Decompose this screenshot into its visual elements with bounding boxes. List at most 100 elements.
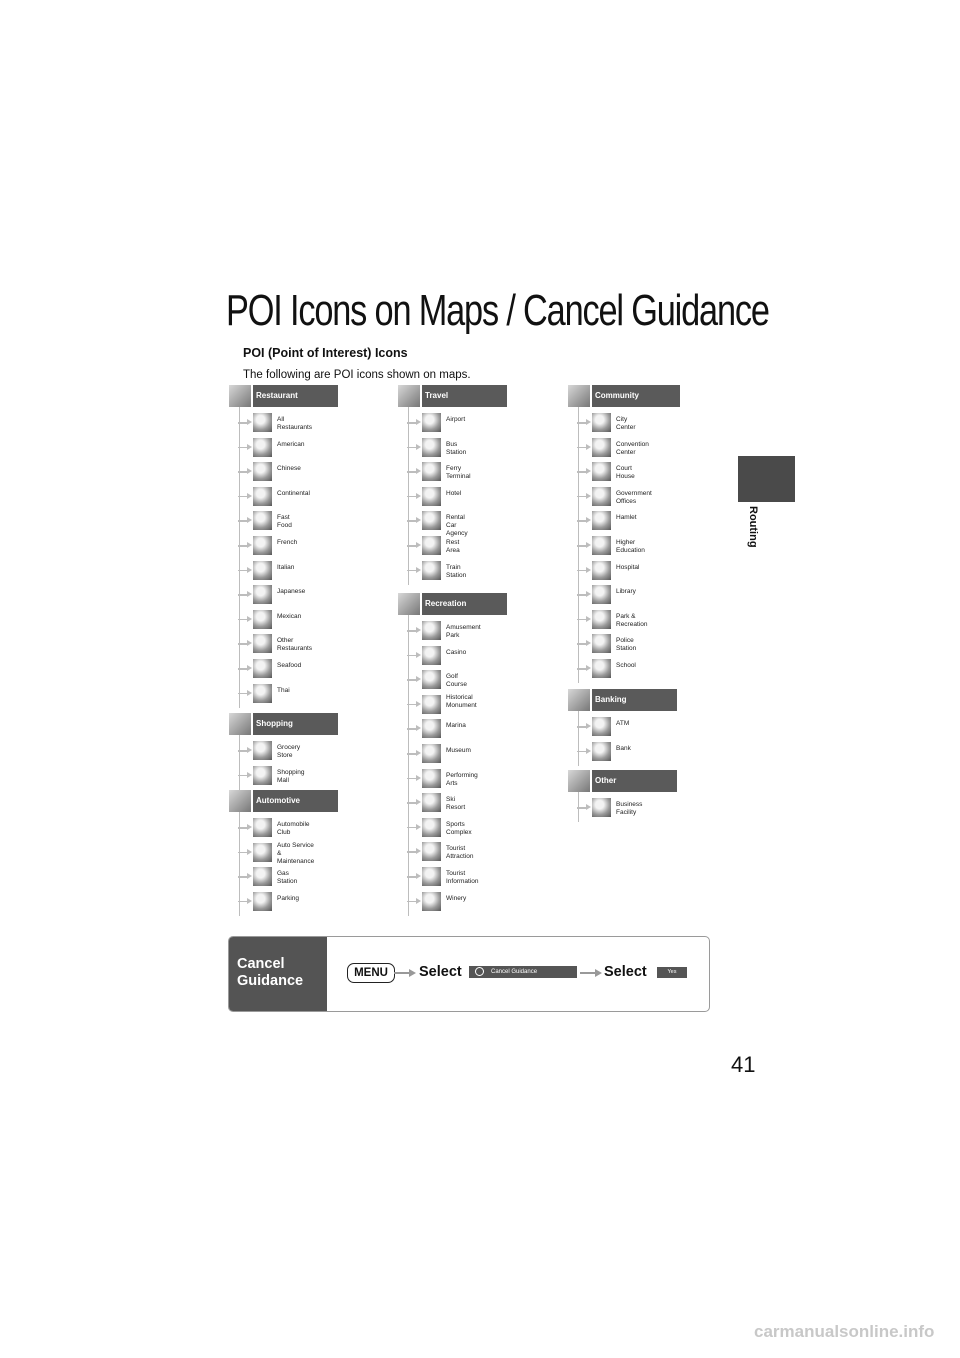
poi-item-label: Seafood [277,662,302,669]
poi-icon [253,842,272,862]
poi-item-label: Automobile Club [277,821,310,836]
poi-item-label: Continental [277,489,310,497]
poi-icon [253,462,272,482]
dollar-icon [568,689,590,711]
footer-watermark: carmanualsonline.info [754,1322,935,1341]
menu-button: MENU [347,963,395,983]
tree-arrow-icon [238,873,252,879]
tree-arrow-icon [407,750,421,756]
poi-icon [253,560,272,580]
poi-item-label: Ski Resort [446,796,466,812]
tree-arrow-icon [407,824,421,830]
other-icon [568,770,590,792]
tree-arrow-icon [238,616,252,622]
poi-item-label: Higher Education [616,539,645,554]
poi-item-label: Hospital [616,563,640,571]
chapter-tab-label: Routing [747,506,759,548]
poi-icon [253,765,272,785]
poi-icon [422,560,441,580]
poi-group-title: Shopping [253,713,338,735]
smiley-icon [398,593,420,615]
tree-arrow-icon [238,419,252,425]
intro-text: The following are POI icons shown on map… [243,369,471,381]
step-arrow-icon [580,969,602,976]
poi-icon [592,717,611,736]
tree-arrow-icon [407,419,421,425]
poi-icon [253,818,272,837]
poi-item-label: Museum [446,747,471,754]
poi-icon [422,486,441,506]
poi-item-label: Gas Station [277,870,298,886]
tree-arrow-icon [577,567,591,572]
poi-icon [253,413,272,432]
poi-icon [422,793,441,813]
poi-item-label: Grocery Store [277,744,301,759]
chapter-tab [738,456,795,502]
tree-arrow-icon [577,444,591,449]
poi-item-label: City Center [616,416,636,431]
poi-item-label: Tourist Attraction [446,845,474,861]
poi-item-label: Mexican [277,612,302,620]
page-title: POI Icons on Maps / Cancel Guidance [226,286,770,335]
poi-icon [592,462,611,482]
suitcase-icon [398,385,420,407]
tree-arrow-icon [238,849,252,854]
tree-arrow-icon [407,676,421,682]
section-heading: POI (Point of Interest) Icons [243,346,408,360]
tree-arrow-icon [238,747,252,753]
tree-arrow-icon [577,419,591,425]
tree-arrow-icon [577,665,591,671]
poi-icon [253,536,272,555]
poi-icon [592,609,611,629]
select-label-2: Select [604,964,647,980]
poi-item-label: Marina [446,722,466,730]
poi-icon [253,659,272,678]
poi-item-label: Convention Center [616,440,649,456]
poi-item-label: ATM [616,720,630,727]
poi-item-label: Tourist Information [446,870,479,885]
tree-arrow-icon [407,652,421,657]
poi-icon [422,645,441,665]
poi-icon [253,683,272,703]
poi-item-label: Police Station [616,637,637,653]
poi-icon [592,798,611,817]
poi-icon [422,694,441,714]
poi-item-label: Sports Complex [446,820,472,836]
poi-icon [422,768,441,788]
tree-arrow-icon [238,772,252,777]
poi-item-label: Japanese [277,588,306,596]
poi-item-label: French [277,539,298,546]
tree-arrow-icon [577,468,591,474]
cancel-guidance-screen-button: Cancel Guidance [469,966,577,978]
step-arrow-icon [394,969,416,976]
poi-item-label: Library [616,588,636,596]
poi-icon [422,511,441,531]
cancel-icon [475,967,484,976]
poi-item-label: Bank [616,744,631,752]
poi-icon [253,585,272,605]
tree-arrow-icon [407,444,421,449]
tree-arrow-icon [577,616,591,622]
tree-arrow-icon [238,641,252,646]
poi-icon [422,621,441,640]
poi-item-label: School [616,662,636,669]
poi-item-label: Hamlet [616,514,637,522]
cancel-guidance-label-panel: Cancel Guidance [229,937,327,1011]
tree-arrow-icon [407,775,421,780]
poi-icon [422,670,441,690]
tree-arrow-icon [238,468,252,474]
poi-item-label: Airport [446,416,466,423]
poi-icon [253,437,272,457]
poi-icon [592,536,611,555]
poi-group-tree: Business Facility [577,792,642,822]
poi-item-label: Italian [277,563,295,571]
poi-item-label: Rental Car Agency [446,514,468,538]
tree-arrow-icon [407,898,421,903]
poi-item-label: Government Offices [616,489,652,505]
poi-group-tree: ATM Bank [577,711,631,766]
cancel-guidance-screen-label: Cancel Guidance [491,969,538,975]
tree-arrow-icon [238,690,252,695]
